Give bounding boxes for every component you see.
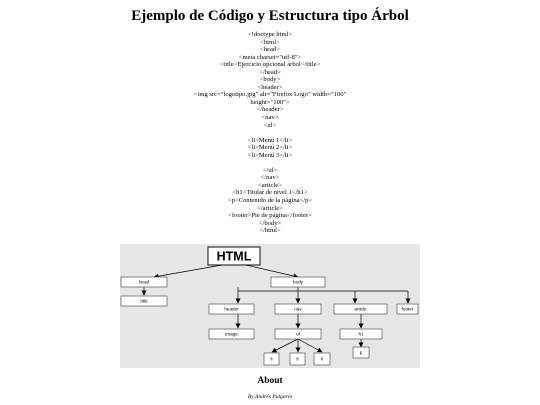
code-line: <h1>Titular de nivel 1</h1> <box>232 189 308 197</box>
tree-node-header: header <box>208 303 255 315</box>
tree-node-header-label: header <box>224 307 239 312</box>
edge-ul-li3 <box>297 338 323 353</box>
tree-diagram-svg: HTML head tit <box>120 246 419 366</box>
code-line: </nav> <box>260 174 280 182</box>
code-line: height="100"> <box>250 98 290 106</box>
page-title: Ejemplo de Código y Estructura tipo Árbo… <box>131 8 409 24</box>
about-heading: About <box>257 376 283 386</box>
tree-node-image: image <box>208 328 255 340</box>
code-line: <li>Menú 2</li> <box>247 144 293 152</box>
tree-node-li-2-label: li <box>296 357 298 362</box>
code-line: </body> <box>258 219 282 227</box>
tree-node-body-label: body <box>293 280 304 285</box>
code-line: <p>Contenido de la página</p> <box>227 197 313 205</box>
code-line: <nav> <box>261 114 279 122</box>
code-line: <header> <box>257 83 283 91</box>
tree-node-head-label: head <box>139 280 150 285</box>
tree-node-article: article <box>333 303 388 315</box>
code-line <box>0 129 540 137</box>
code-line: <footer>Pie de página</footer> <box>228 212 312 220</box>
code-listing: <!doctype html><html><head><meta charset… <box>0 31 540 235</box>
tree-node-li-3: li <box>313 352 331 366</box>
tree-root-node: HTML <box>207 246 261 266</box>
code-line: <!doctype html> <box>247 31 293 38</box>
code-line: </html> <box>259 227 281 235</box>
tree-node-footer-label: footer <box>402 307 414 312</box>
code-line: </article> <box>257 204 283 212</box>
tree-node-head: head <box>120 276 168 288</box>
code-line: <meta charset="utf-8"> <box>238 53 302 61</box>
tree-node-ul-label: ul <box>296 332 300 337</box>
tree-root-label: HTML <box>217 250 252 264</box>
code-line <box>0 159 540 167</box>
tree-node-title: title <box>120 295 168 307</box>
code-line: </header> <box>256 106 284 114</box>
edge-html-head <box>153 264 223 279</box>
author-credit: By Andrés Pulgarín <box>247 394 293 400</box>
code-line: <title>Ejercicio opcional árbol</title> <box>219 61 321 69</box>
tree-node-nav-label: nav <box>294 307 302 312</box>
tree-node-nav: nav <box>274 303 322 315</box>
tree-node-h1-label: h1 <box>358 332 364 337</box>
code-line: </head> <box>259 68 281 76</box>
code-line: <head> <box>260 46 280 54</box>
tree-edges <box>141 264 411 353</box>
tree-node-article-label: article <box>354 307 367 312</box>
code-line: <html> <box>260 38 280 46</box>
code-line: <article> <box>258 181 282 189</box>
tree-node-li-1: li <box>263 352 280 366</box>
code-line: <body> <box>259 76 281 84</box>
tree-node-title-label: title <box>140 299 148 304</box>
code-line: </ul> <box>262 166 278 174</box>
code-line: <li>Menú 1</li> <box>247 136 293 144</box>
code-line: <li>Menú 3</li> <box>247 151 293 159</box>
tree-node-h1: h1 <box>339 328 383 340</box>
tree-node-footer: footer <box>396 303 419 315</box>
tree-node-li-1-label: li <box>270 357 272 362</box>
code-line: <ul> <box>263 121 277 129</box>
tree-node-image-label: image <box>225 332 238 337</box>
tree-node-li-2: li <box>289 352 306 366</box>
tree-diagram: HTML head tit <box>120 244 420 368</box>
tree-node-body: body <box>270 276 326 288</box>
tree-node-ul: ul <box>274 328 322 340</box>
edge-html-body <box>245 264 299 279</box>
tree-node-p: p <box>352 346 370 359</box>
code-line: <img src="logotipo.jpg" alt="Firefox Log… <box>193 91 347 99</box>
tree-node-p-label: p <box>360 350 363 355</box>
edge-ul-li1 <box>271 338 299 353</box>
tree-node-li-3-label: li <box>321 357 323 362</box>
